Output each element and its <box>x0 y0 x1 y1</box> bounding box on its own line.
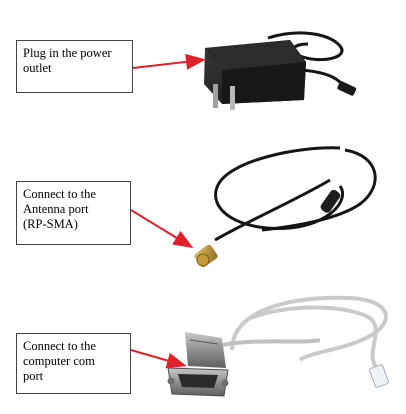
callout-line: outlet <box>23 61 52 75</box>
callout-line: Connect to the <box>23 187 96 201</box>
arrow-power <box>132 53 206 70</box>
callout-antenna-port: Connect to the Antenna port (RP-SMA) <box>16 181 131 245</box>
arrow-com <box>130 349 187 369</box>
callout-line: Antenna port <box>23 202 89 216</box>
callout-power-outlet: Plug in the power outlet <box>16 40 133 93</box>
callout-line: computer com <box>23 354 95 368</box>
callout-line: Plug in the power <box>23 46 112 60</box>
callout-line: port <box>23 369 44 383</box>
callout-line: Connect to the <box>23 339 96 353</box>
arrow-antenna <box>130 209 194 249</box>
callout-com-port: Connect to the computer com port <box>16 333 131 394</box>
serial-cable-icon <box>167 295 389 397</box>
power-adapter-icon <box>204 31 357 110</box>
antenna-cable-icon <box>194 146 377 268</box>
callout-line: (RP-SMA) <box>23 217 78 231</box>
